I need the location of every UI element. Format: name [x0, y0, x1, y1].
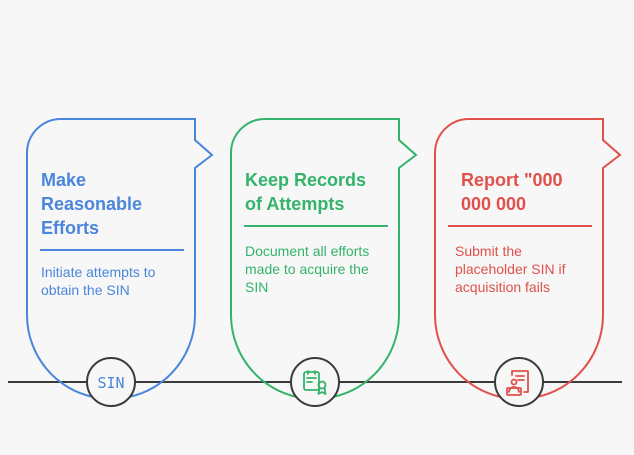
step-3-card-outline [434, 118, 622, 400]
step-1-divider [40, 249, 184, 251]
step-1-card-outline [26, 118, 214, 400]
step-2-card-outline [230, 118, 418, 400]
step-3-title: Report "000 000 000 [461, 170, 563, 214]
sin-text-icon: SIN [86, 357, 136, 407]
document-review-icon [290, 357, 340, 407]
step-1-title: Make Reasonable Efforts [41, 170, 143, 238]
sin-icon-label: SIN [97, 374, 124, 392]
step-1-description: Initiate attempts to obtain the SIN [41, 264, 156, 298]
form-report-icon [494, 357, 544, 407]
step-3-divider [448, 225, 592, 227]
step-2-title: Keep Records of Attempts [245, 170, 367, 214]
step-2-divider [244, 225, 388, 227]
step-3-description: Submit the placeholder SIN if acquisitio… [455, 243, 566, 295]
step-2-description: Document all efforts made to acquire the… [245, 243, 370, 295]
